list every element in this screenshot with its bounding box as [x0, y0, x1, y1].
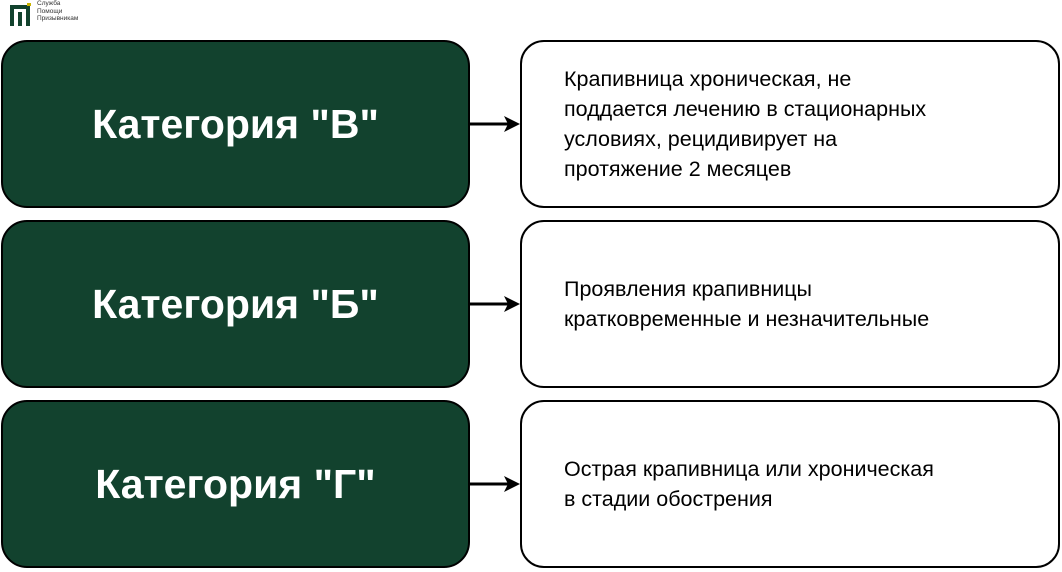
description-box-b: Проявления крапивницы кратковременные и …	[520, 220, 1060, 388]
description-line: в стадии обострения	[564, 487, 773, 511]
description-box-g: Острая крапивница или хроническая в стад…	[520, 400, 1060, 568]
logo-text: Служба Помощи Призывникам	[37, 0, 78, 23]
description-line: протяжение 2 месяцев	[564, 157, 792, 181]
description-line: Проявления крапивницы	[564, 277, 812, 301]
logo: Служба Помощи Призывникам	[9, 0, 99, 30]
description-box-v: Крапивница хроническая, не поддается леч…	[520, 40, 1060, 208]
description-line: кратковременные и незначительные	[564, 307, 930, 331]
category-row-g: Категория "Г" Острая крапивница или хрон…	[0, 400, 1062, 572]
arrow-right-icon	[470, 476, 520, 492]
category-row-b: Категория "Б" Проявления крапивницы крат…	[0, 220, 1062, 392]
category-box-v: Категория "В"	[1, 40, 470, 208]
category-label: Категория "Б"	[92, 280, 379, 327]
description-text: Крапивница хроническая, не поддается леч…	[564, 64, 926, 184]
description-line: условиях, рецидивирует на	[564, 127, 838, 151]
logo-icon	[9, 3, 31, 27]
logo-line-3: Призывникам	[37, 15, 79, 22]
category-label: Категория "Г"	[95, 460, 376, 507]
arrow-right-icon	[470, 296, 520, 312]
category-label: Категория "В"	[92, 100, 379, 147]
description-text: Проявления крапивницы кратковременные и …	[564, 274, 929, 334]
logo-line-2: Помощи	[37, 7, 63, 15]
description-line: Крапивница хроническая, не	[564, 67, 852, 91]
arrow-right-icon	[470, 116, 520, 132]
description-line: поддается лечению в стационарных	[564, 97, 927, 121]
category-box-g: Категория "Г"	[1, 400, 470, 568]
category-box-b: Категория "Б"	[1, 220, 470, 388]
logo-line-1: Служба	[37, 0, 61, 7]
description-text: Острая крапивница или хроническая в стад…	[564, 454, 934, 514]
description-line: Острая крапивница или хроническая	[564, 457, 934, 481]
category-row-v: Категория "В" Крапивница хроническая, не…	[0, 40, 1062, 212]
